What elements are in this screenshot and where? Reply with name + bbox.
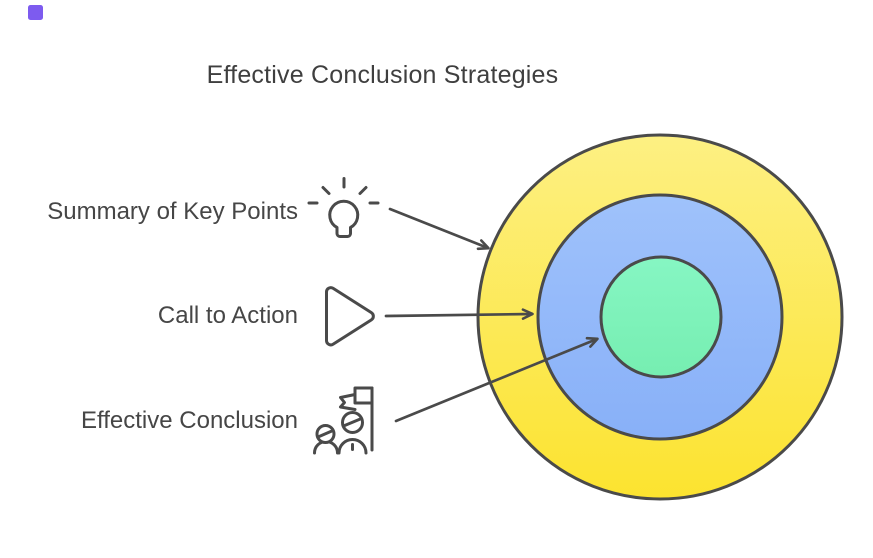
pennant [339,393,357,411]
lightbulb-icon [307,177,380,238]
label-summary-of-key-points: Summary of Key Points [47,198,298,225]
label-effective-conclusion: Effective Conclusion [80,407,298,434]
label-call-to-action: Call to Action [157,302,298,329]
brand-mark [28,5,43,20]
arrows [384,207,599,423]
presenter-flag-icon [313,386,374,455]
ring-inner-effective-conclusion [599,255,723,379]
leader-body [337,438,368,455]
play-triangle-icon [325,286,375,347]
flag [353,386,374,405]
arrow-call-to-action [384,308,534,320]
diagram-title: Effective Conclusion Strategies [206,61,559,89]
follower-head-band [316,429,335,439]
arrow-summary-of-key-points [388,207,490,251]
arrow-effective-conclusion [394,336,599,423]
leader-head-band [342,417,363,428]
